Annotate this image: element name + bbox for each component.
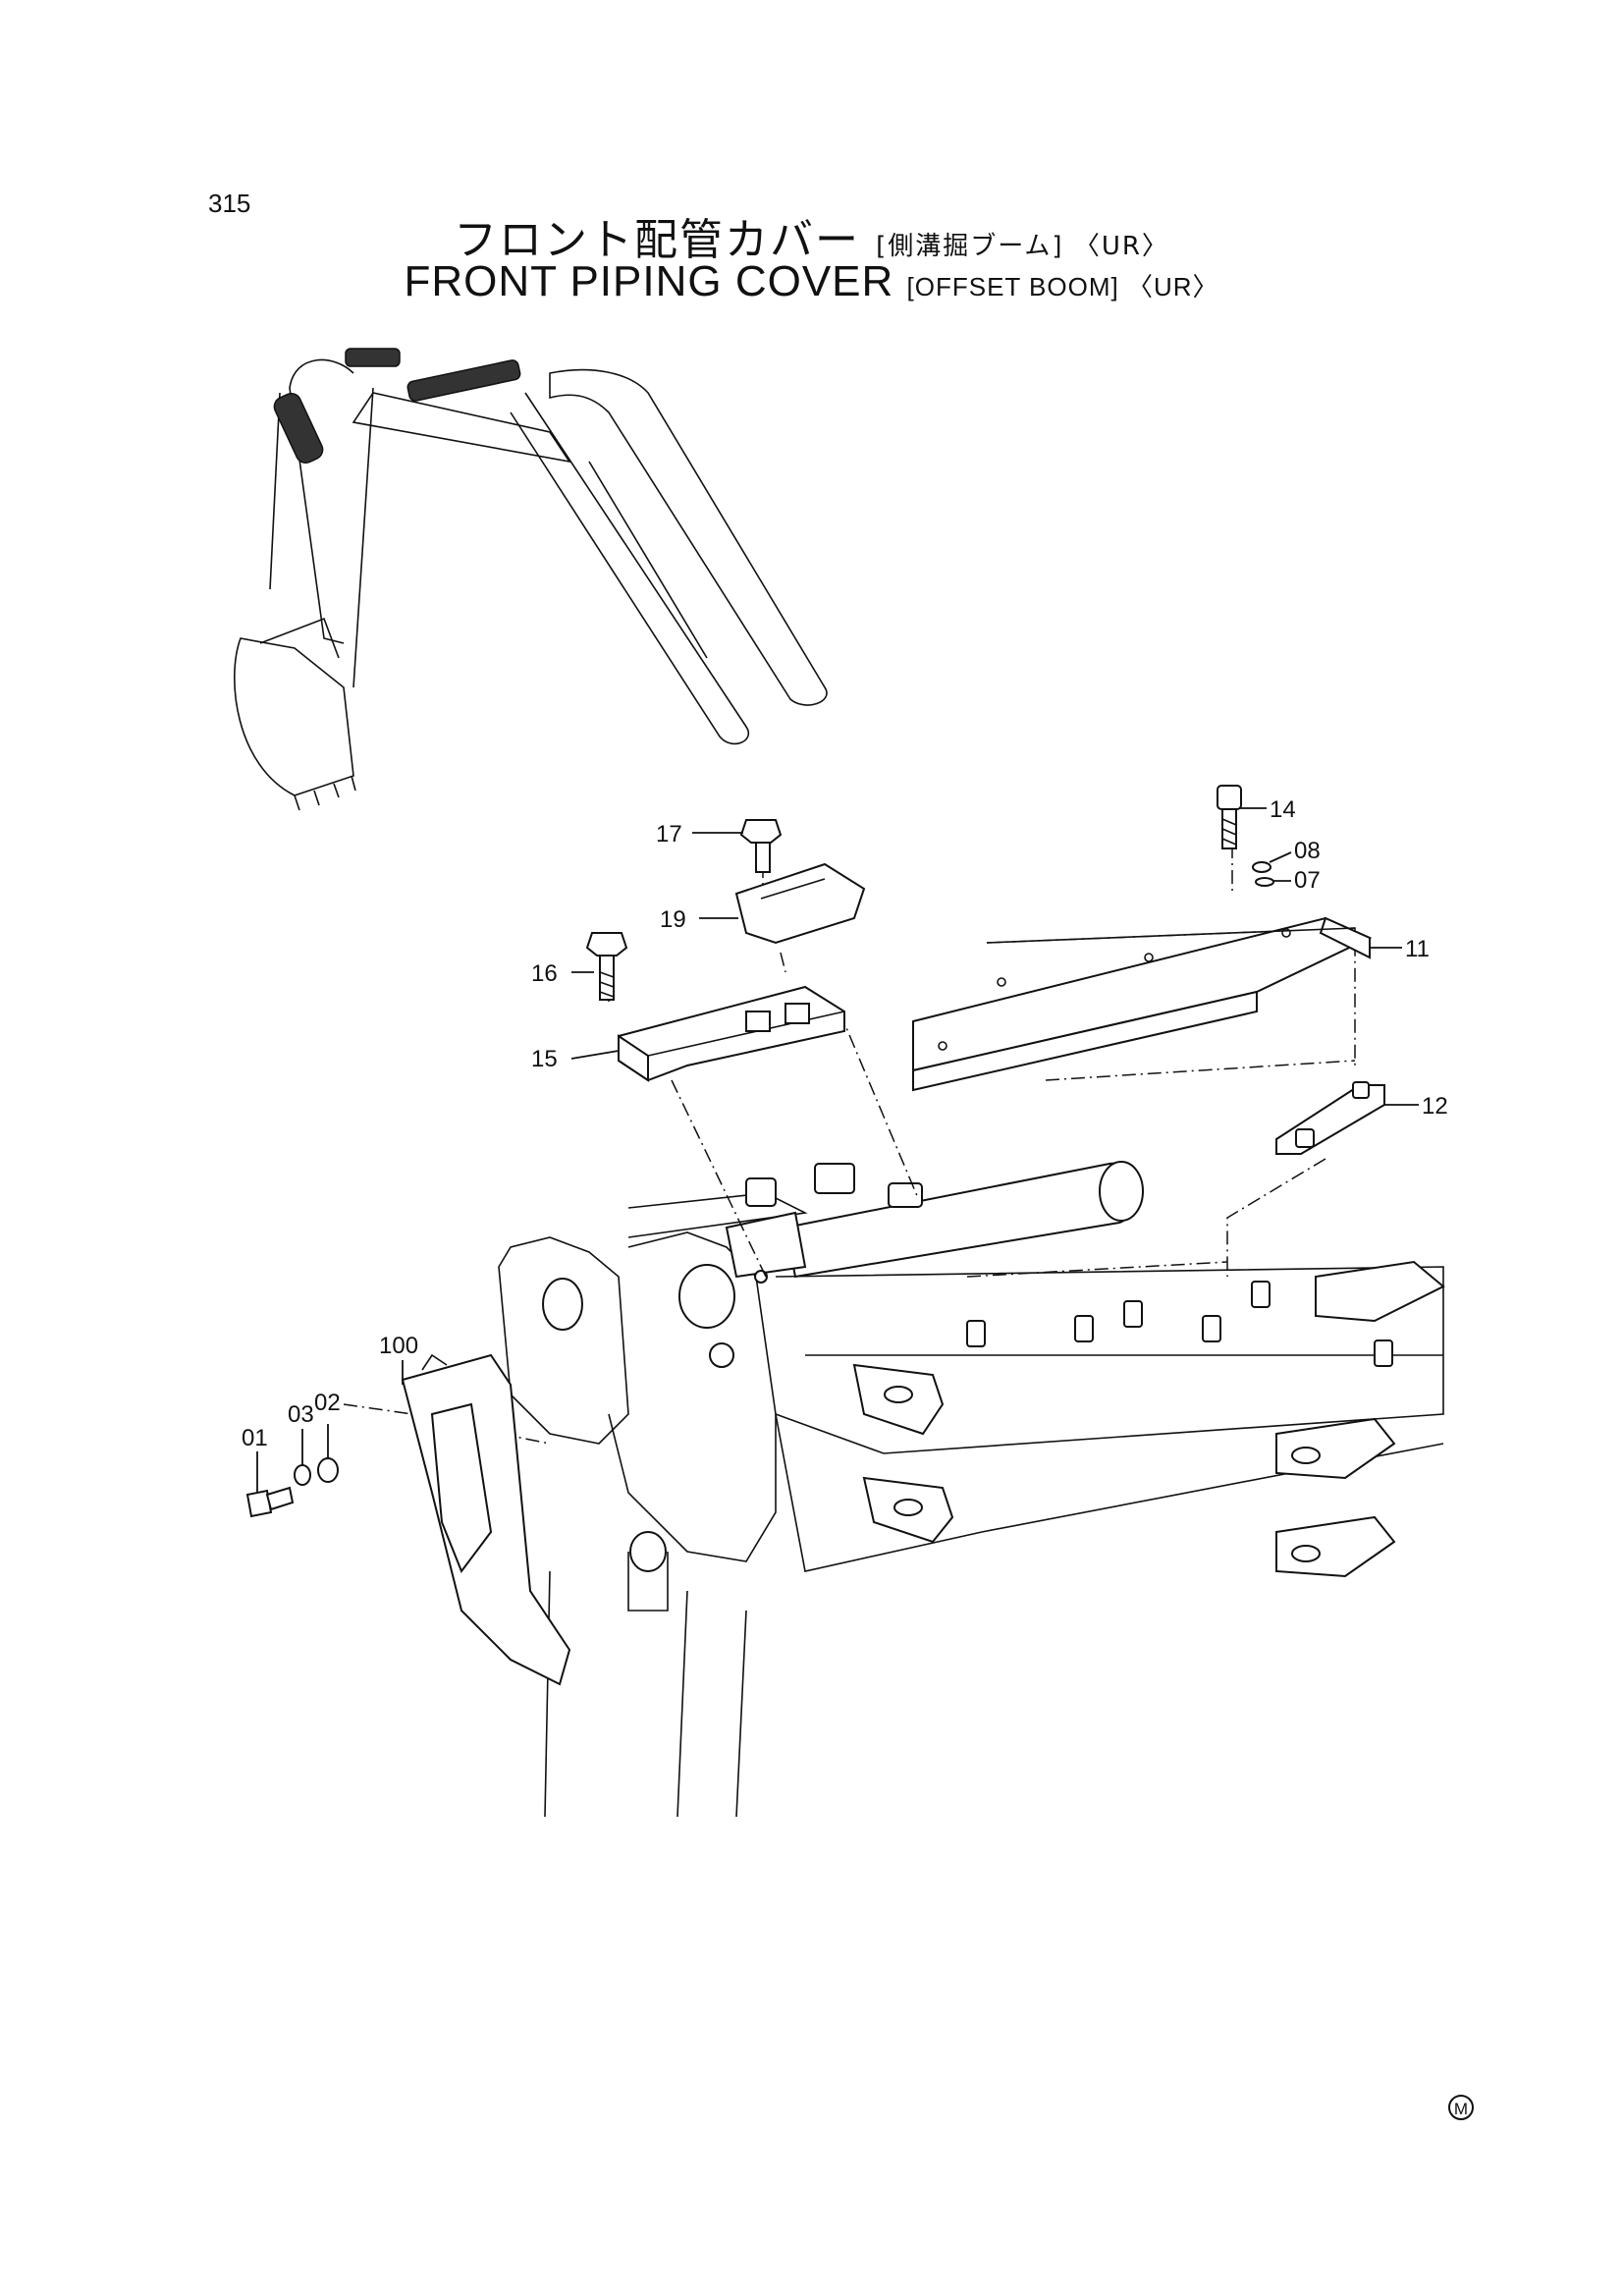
title-jp-main: フロント配管カバー <box>454 215 861 265</box>
bracket-e <box>1315 1260 1445 1323</box>
part-12-bracket <box>1275 1081 1385 1155</box>
callout-08: 08 <box>1294 838 1321 864</box>
page-number: 315 <box>208 189 251 218</box>
overview-piping-cover <box>406 359 521 402</box>
front-attachment-overview <box>234 348 828 811</box>
overview-side-cover <box>273 392 324 465</box>
part-19-clamp-plate <box>734 862 866 945</box>
callout-16: 16 <box>531 960 558 987</box>
callout-17: 17 <box>656 821 682 847</box>
callout-11: 11 <box>1405 936 1430 962</box>
title-en-main: FRONT PIPING COVER <box>404 257 894 305</box>
title-jp-sub: [側溝掘ブーム] 〈UR〉 <box>876 232 1169 261</box>
title-en-sub: [OFFSET BOOM] 〈UR〉 <box>906 272 1219 301</box>
callout-15: 15 <box>531 1046 558 1072</box>
part-15-piping-cover <box>618 985 845 1082</box>
title-japanese: フロント配管カバー [側溝掘ブーム] 〈UR〉 <box>0 204 1623 267</box>
callout-01: 01 <box>242 1425 268 1451</box>
part-02-washer <box>317 1457 339 1483</box>
part-17-bolt <box>739 819 783 873</box>
callout-19: 19 <box>660 906 686 933</box>
part-08-washer <box>1252 861 1271 873</box>
part-100-side-plate <box>401 1353 571 1686</box>
callout-03: 03 <box>288 1401 314 1428</box>
offset-boom-body <box>498 1192 1445 1818</box>
circled-m-letter: M <box>1454 2100 1468 2118</box>
part-01-bolt <box>245 1486 295 1518</box>
bracket-d <box>1275 1515 1396 1578</box>
callout-12: 12 <box>1422 1093 1448 1120</box>
boom-cylinder <box>725 1161 1144 1284</box>
part-03-spring-washer <box>294 1464 311 1486</box>
boom-pin-boss-left <box>542 1278 583 1331</box>
circled-m-mark: M <box>1448 2095 1474 2120</box>
part-14-bolt <box>1217 785 1242 849</box>
overview-hose-clamp-top <box>345 348 401 367</box>
callout-100: 100 <box>379 1333 418 1359</box>
part-11-piping-cover <box>912 916 1373 1092</box>
callout-14: 14 <box>1270 796 1296 823</box>
bracket-c <box>1275 1417 1396 1480</box>
boom-pin-boss-main <box>678 1264 735 1329</box>
mounting-studs <box>966 1281 1393 1367</box>
title-english: FRONT PIPING COVER [OFFSET BOOM] 〈UR〉 <box>0 257 1623 306</box>
callout-leaders <box>256 807 1419 1493</box>
overview-bucket <box>234 637 354 796</box>
part-16-bolt <box>585 932 628 1001</box>
part-07-washer <box>1255 877 1274 887</box>
callout-02: 02 <box>314 1390 341 1416</box>
callout-07: 07 <box>1294 867 1321 894</box>
